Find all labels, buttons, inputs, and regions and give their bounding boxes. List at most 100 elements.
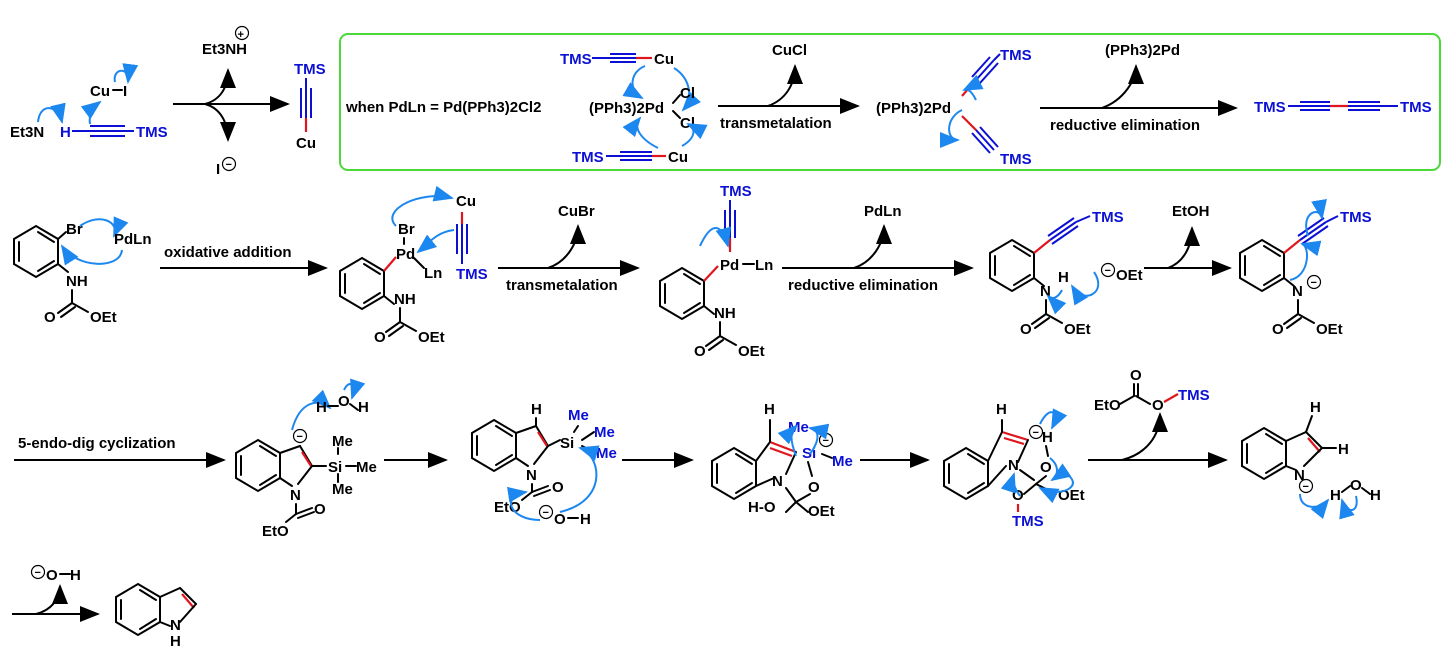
me-b3: Me [596,445,617,462]
hydroxide-h: H [70,567,81,584]
curly-arrow [37,102,66,124]
row3-cyclization-and-deprotection: 5-endo-dig cyclization − H O H Si Me [14,367,1381,540]
tms-top-label: TMS [560,51,592,68]
cubr-label: CuBr [558,203,595,220]
ln-label-3: Ln [755,257,773,274]
iodide-on-cu-label: I [123,83,127,100]
indolyl-anion: − H O H Si Me Me Me N O EtO [235,378,377,540]
transmetalation-label-2: transmetalation [506,277,618,294]
oet-label-4: OEt [1064,321,1091,338]
ho-c: H-O [748,499,776,516]
tms-left-label: TMS [136,124,168,141]
h-e2: H [1338,441,1349,458]
me-a2: Me [356,459,377,476]
o-label-1: O [44,309,56,326]
h2o-e-o: O [1350,477,1362,494]
svg-text:−: − [543,507,549,519]
me-a1: Me [332,433,353,450]
amide-anion: TMS N − O OEt [1239,198,1372,338]
svg-text:−: − [1303,481,1309,493]
h-c: H [764,401,775,418]
glaser-coupling-box [339,33,1441,171]
oet-label-1: OEt [90,309,117,326]
tms-carbonate: EtO O O TMS [1094,367,1210,414]
cu-top-label: Cu [654,51,674,68]
alkynyl-carbamate: TMS N H − OEt O OEt [989,209,1143,338]
h-b: H [531,401,542,418]
h-label-4: H [1058,269,1069,286]
row2-sonogashira-steps: Br PdLn NH O OEt oxidative addition Pd B… [13,183,1372,360]
row1-copper-acetylide-formation: Et3N H TMS Cu I Et3NH + I − TMS Cu [10,25,326,178]
h2o-e-h1: H [1330,487,1341,504]
svg-text:−: − [226,159,232,171]
o-a: O [314,501,326,518]
nh-label-2: NH [394,291,416,308]
pd-intermediate-label: (PPh3)2Pd [876,100,951,117]
o-d1: O [1040,459,1052,476]
etoh-label: EtOH [1172,203,1210,220]
pd-released-label: (PPh3)2Pd [1105,42,1180,59]
o-b: O [552,479,564,496]
carbonate-eto: EtO [1094,397,1121,414]
si-a: Si [328,459,342,476]
n-label-5: N [1292,283,1303,300]
diyne-tms-left: TMS [1254,99,1286,116]
n-b: N [526,467,537,484]
h2o-h1: H [316,399,327,416]
n-d: N [1008,457,1019,474]
bromo-carbamate: Br PdLn NH O OEt [13,216,152,326]
nh-label-1: NH [66,273,88,290]
carbonate-o2: O [1152,397,1164,414]
oet-label-5: OEt [1316,321,1343,338]
row4-final-indole: − O H N H [12,564,197,650]
tms-int-top-label: TMS [1000,47,1032,64]
br-label-2: Br [398,221,415,238]
tms-d: TMS [1012,513,1044,530]
tms-label-5: TMS [1340,209,1372,226]
cu-bottom-label: Cu [668,149,688,166]
me-a3: Me [332,481,353,498]
o-label-4: O [1020,321,1032,338]
h-label: H [60,124,71,141]
h2o-h2: H [358,399,369,416]
svg-text:−: − [1105,265,1111,277]
o-d2: O [1012,487,1024,504]
oet-d: OEt [1058,487,1085,504]
nh-label-3: NH [714,305,736,322]
indole-h: H [170,633,181,650]
ethoxide-label: OEt [1116,267,1143,284]
si-b: Si [560,435,574,452]
svg-text:−: − [35,567,41,579]
me-b1: Me [568,407,589,424]
o-label-5: O [1272,321,1284,338]
ln-label-2: Ln [424,265,442,282]
et3n-label: Et3N [10,124,44,141]
pd-alkynyl-complex: TMS Pd Ln NH O OEt [659,183,773,360]
br-label: Br [66,221,83,238]
cu-product-label: Cu [296,135,316,152]
oh-o: O [554,511,566,528]
carbonate-tms: TMS [1178,387,1210,404]
svg-text:−: − [823,435,829,447]
cucl-label: CuCl [772,42,807,59]
me-b2: Me [594,424,615,441]
tms-bottom-label: TMS [572,149,604,166]
diyne-tms-right: TMS [1400,99,1432,116]
tms-label-4: TMS [1092,209,1124,226]
tms-label-2: TMS [456,266,488,283]
pd-complex-label: (PPh3)2Pd [589,100,664,117]
oh-h: H [580,511,591,528]
cyclization-label: 5-endo-dig cyclization [18,435,176,452]
n-e: N [1294,467,1305,484]
n-label-4: N [1040,283,1051,300]
o-c: O [808,479,820,496]
cu-label-2: Cu [456,193,476,210]
eto-a: EtO [262,523,289,540]
pd-label-2: Pd [396,246,415,263]
pd-label-3: Pd [720,257,739,274]
oet-label-2: OEt [418,329,445,346]
n-c: N [772,473,783,490]
me-c2: Me [832,453,853,470]
condition-text: when PdLn = Pd(PPh3)2Cl2 [345,99,541,116]
